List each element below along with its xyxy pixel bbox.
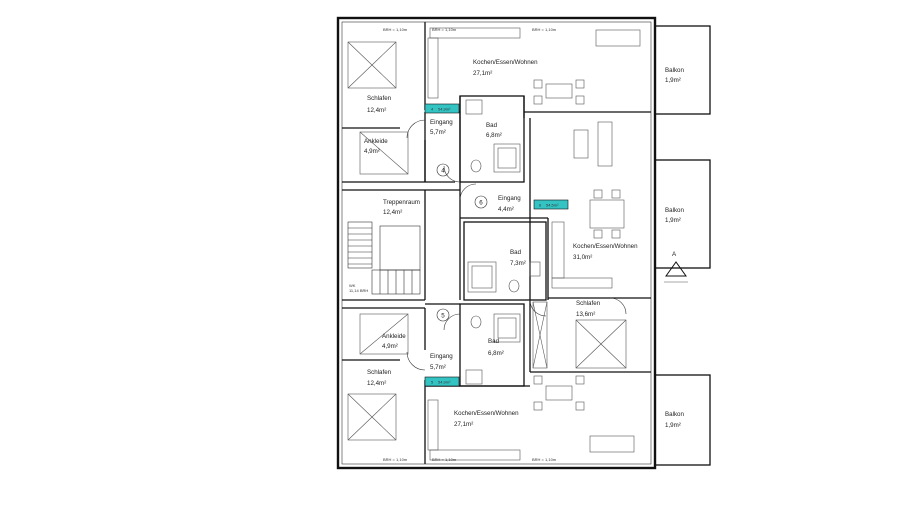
apt-4-circle xyxy=(436,163,450,177)
area-ankleide-bot: 4,9m² xyxy=(382,343,398,350)
area-kochen-bot: 27,1m² xyxy=(454,421,473,428)
area-eingang-4: 5,7m² xyxy=(430,129,446,136)
section-letter: A xyxy=(672,251,677,258)
beds xyxy=(347,41,627,441)
badge-apt-5-area: 54,9m² xyxy=(438,380,451,385)
label-balkon-1: Balkon xyxy=(665,67,684,74)
window-tag-top-1: BRH = 1,10m xyxy=(383,27,408,32)
area-bad-4: 6,8m² xyxy=(486,132,502,139)
apt-5-number: 5 xyxy=(441,313,445,320)
label-schlafen-bot: Schlafen xyxy=(367,369,392,376)
shower-5 xyxy=(493,313,521,343)
badge-apt-6-area: 54,5m² xyxy=(546,203,559,208)
area-schlafen-bot: 12,4m² xyxy=(367,380,386,387)
area-kochen-mid: 31,0m² xyxy=(573,254,592,261)
bath-fixtures xyxy=(465,99,541,385)
label-ankleide-bot: Ankleide xyxy=(382,333,406,340)
sofa-bottom xyxy=(589,435,635,453)
window-tag-top-3: BRH = 1,10m xyxy=(532,27,557,32)
room-labels: Schlafen 12,4m² Kochen/Essen/Wohnen 27,1… xyxy=(364,59,684,429)
doors xyxy=(406,119,627,371)
area-balkon-1: 1,9m² xyxy=(665,77,681,84)
label-kochen-mid: Kochen/Essen/Wohnen xyxy=(573,243,638,250)
badge-apt-4 xyxy=(424,103,460,114)
bed-mid xyxy=(575,319,627,369)
label-bad-4: Bad xyxy=(486,122,498,129)
interior-walls xyxy=(342,22,651,464)
badge-apt-5-num: 5 xyxy=(431,380,434,385)
sink-6 xyxy=(529,261,541,277)
shower-6 xyxy=(467,261,497,293)
apartment-markers: 4 6 5 xyxy=(436,163,488,322)
area-eingang-6: 4,4m² xyxy=(498,206,514,213)
area-bad-6: 7,3m² xyxy=(510,260,526,267)
area-ankleide-top: 4,9m² xyxy=(364,148,380,155)
label-kochen-top: Kochen/Essen/Wohnen xyxy=(473,59,538,66)
badge-apt-5 xyxy=(424,376,460,387)
label-treppenraum: Treppenraum xyxy=(383,199,420,206)
apt-6-number: 6 xyxy=(479,200,483,207)
area-balkon-2: 1,9m² xyxy=(665,217,681,224)
label-ankleide-top: Ankleide xyxy=(364,138,388,145)
area-schlafen-top: 12,4m² xyxy=(367,107,386,114)
label-balkon-2: Balkon xyxy=(665,207,684,214)
badge-apt-4-area: 54,9m² xyxy=(438,107,451,112)
wardrobe-mid xyxy=(532,301,548,369)
toilet-5 xyxy=(470,315,482,329)
window-tag-stair-wk: WK xyxy=(349,283,356,288)
sink-5 xyxy=(465,369,483,385)
label-kochen-bot: Kochen/Essen/Wohnen xyxy=(454,410,519,417)
staircase xyxy=(347,221,421,295)
wardrobe-bottom xyxy=(359,313,409,355)
bed-bottom xyxy=(347,393,397,441)
apt-5-circle xyxy=(436,308,450,322)
table-bottom xyxy=(545,385,573,401)
label-schlafen-mid: Schlafen xyxy=(576,300,601,307)
apt-6-circle xyxy=(474,195,488,209)
label-eingang-6: Eingang xyxy=(498,195,521,202)
badge-apt-6-num: 6 xyxy=(539,203,542,208)
table-top xyxy=(545,83,573,99)
section-arrow-icon xyxy=(665,261,687,277)
toilet-6 xyxy=(508,279,520,293)
badge-apt-6 xyxy=(533,199,569,210)
wardrobe-top xyxy=(359,131,409,175)
outer-walls xyxy=(336,16,657,470)
balcony-3-outline xyxy=(654,374,711,466)
balconies xyxy=(654,25,711,466)
table-mid xyxy=(589,199,625,229)
window-tag-bot-2: BRH = 1,10m xyxy=(432,457,457,462)
section-marker: A xyxy=(664,251,688,283)
window-tag-bot-3: BRH = 1,10m xyxy=(532,457,557,462)
window-tags: BRH = 1,10m BRH = 1,10m BRH = 1,10m BRH … xyxy=(349,27,557,462)
area-treppenraum: 12,4m² xyxy=(383,209,402,216)
area-schlafen-mid: 13,6m² xyxy=(576,311,595,318)
area-kochen-top: 27,1m² xyxy=(473,70,492,77)
label-eingang-5: Eingang xyxy=(430,353,453,360)
window-tag-bot-1: BRH = 1,10m xyxy=(383,457,408,462)
window-tag-stair-brh: 11,14 BRH xyxy=(349,288,368,293)
area-eingang-5: 5,7m² xyxy=(430,364,446,371)
label-balkon-3: Balkon xyxy=(665,411,684,418)
bed-top xyxy=(347,41,397,89)
furniture xyxy=(427,27,641,461)
sofa-mid xyxy=(597,121,613,167)
apt-4-number: 4 xyxy=(441,168,445,175)
label-bad-5: Bad xyxy=(488,338,500,345)
sink-4 xyxy=(465,99,483,115)
area-balkon-3: 1,9m² xyxy=(665,422,681,429)
area-badges: 4 54,9m² 6 54,5m² 5 54,9m² xyxy=(424,103,569,387)
shower-4 xyxy=(493,143,521,173)
window-tag-top-2: BRH = 1,10m xyxy=(432,27,457,32)
sofa-top xyxy=(595,29,641,47)
area-bad-5: 6,8m² xyxy=(488,350,504,357)
label-eingang-4: Eingang xyxy=(430,119,453,126)
badge-apt-4-num: 4 xyxy=(431,107,434,112)
balcony-2-outline xyxy=(654,159,711,269)
toilet-4 xyxy=(470,159,482,173)
label-schlafen-top: Schlafen xyxy=(367,95,392,102)
label-bad-6: Bad xyxy=(510,249,522,256)
